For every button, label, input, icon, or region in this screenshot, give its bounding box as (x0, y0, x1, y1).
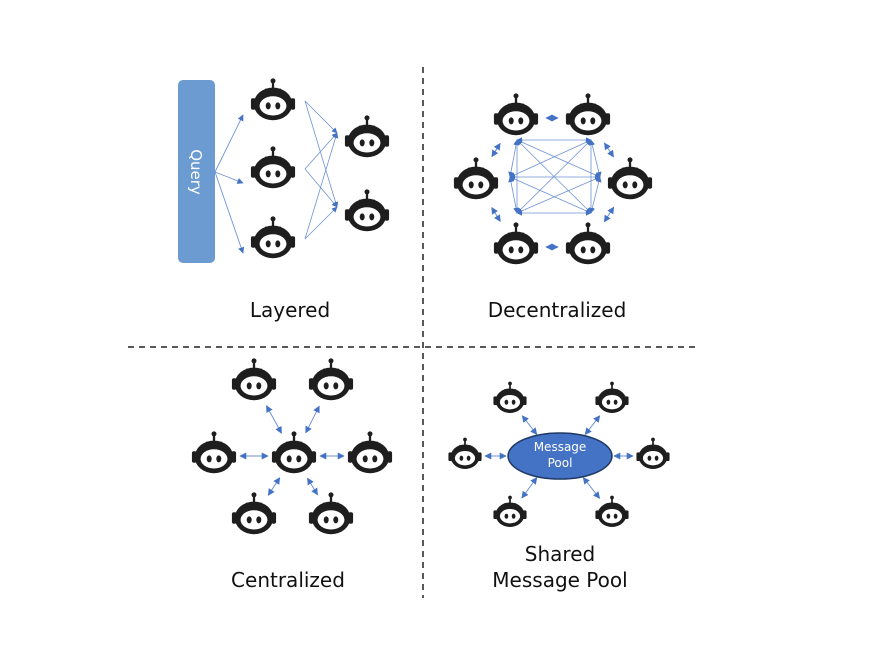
mesh-link-arrow (589, 176, 602, 214)
peripheral-agent-icon (308, 492, 354, 535)
agent-link-arrow (491, 206, 501, 223)
layer-arrow (304, 206, 338, 240)
mesh-link-arrow (509, 176, 592, 214)
pool-edges (484, 415, 634, 499)
query-label: Query (187, 149, 205, 195)
layer-arrow (304, 168, 338, 208)
decentralized-agent-icon (607, 157, 653, 200)
decentralized-panel (453, 93, 653, 265)
pool-label-line1: Message (534, 440, 587, 454)
pool-agent-icon (448, 437, 482, 469)
layer-arrow (304, 132, 338, 170)
mesh-link-arrow (508, 139, 519, 178)
layer1-agent-icon (250, 216, 296, 259)
mesh-link-arrow (509, 139, 592, 178)
pool-label-line2: Pool (548, 456, 573, 470)
hub-agent-icon (271, 431, 317, 474)
pool-agent-icon (493, 381, 527, 413)
pool-agent-icon (493, 495, 527, 527)
shared-pool-panel: Message Pool (448, 381, 670, 527)
pool-agent-icon (595, 381, 629, 413)
peripheral-agent-icon (191, 431, 237, 474)
layered-edges (214, 100, 339, 254)
layered-label: Layered (249, 298, 331, 322)
pool-agent-icon (636, 437, 670, 469)
shared-pool-label-line1: Shared (524, 542, 596, 566)
message-pool (507, 432, 613, 480)
mesh-link-arrow (589, 139, 602, 178)
pool-link-arrow (521, 477, 538, 499)
layered-panel: Query (178, 78, 390, 263)
query-to-agent-arrow (214, 171, 245, 254)
mesh-link-arrow (516, 176, 601, 214)
centralized-edges (239, 405, 345, 496)
peripheral-agent-icon (308, 358, 354, 401)
query-to-agent-arrow (214, 114, 244, 173)
decentralized-agent-icon (453, 157, 499, 200)
shared-pool-label-line2: Message Pool (492, 568, 628, 592)
decentralized-agent-icon (493, 93, 539, 136)
agent-link-arrow (604, 142, 614, 158)
decentralized-edges (491, 114, 615, 251)
agent-link-arrow (491, 142, 501, 158)
layer2-agent-icon (344, 115, 390, 158)
centralized-panel (191, 358, 393, 535)
hub-link-arrow (267, 477, 281, 496)
decentralized-agent-icon (493, 222, 539, 265)
hub-link-arrow (307, 477, 318, 496)
layer-arrow (304, 100, 338, 134)
layer-arrow (304, 100, 339, 208)
mesh-link-arrow (516, 139, 601, 178)
pool-agent-icon (595, 495, 629, 527)
decentralized-agent-icon (565, 222, 611, 265)
peripheral-agent-icon (347, 431, 393, 474)
agent-link-arrow (603, 206, 615, 223)
pool-link-arrow (582, 477, 601, 499)
layer2-agent-icon (344, 189, 390, 232)
mesh-link-arrow (508, 176, 519, 214)
pool-link-arrow (584, 415, 601, 435)
layer-arrow (304, 132, 339, 240)
centralized-label: Centralized (231, 568, 345, 592)
decentralized-agent-icon (565, 93, 611, 136)
peripheral-agent-icon (231, 492, 277, 535)
hub-link-arrow (305, 405, 320, 434)
pool-link-arrow (521, 415, 538, 435)
hub-link-arrow (266, 405, 282, 434)
peripheral-agent-icon (231, 358, 277, 401)
query-to-agent-arrow (214, 171, 244, 184)
layer1-agent-icon (250, 146, 296, 189)
decentralized-label: Decentralized (487, 298, 627, 322)
layer1-agent-icon (250, 78, 296, 121)
query-box (178, 80, 215, 263)
